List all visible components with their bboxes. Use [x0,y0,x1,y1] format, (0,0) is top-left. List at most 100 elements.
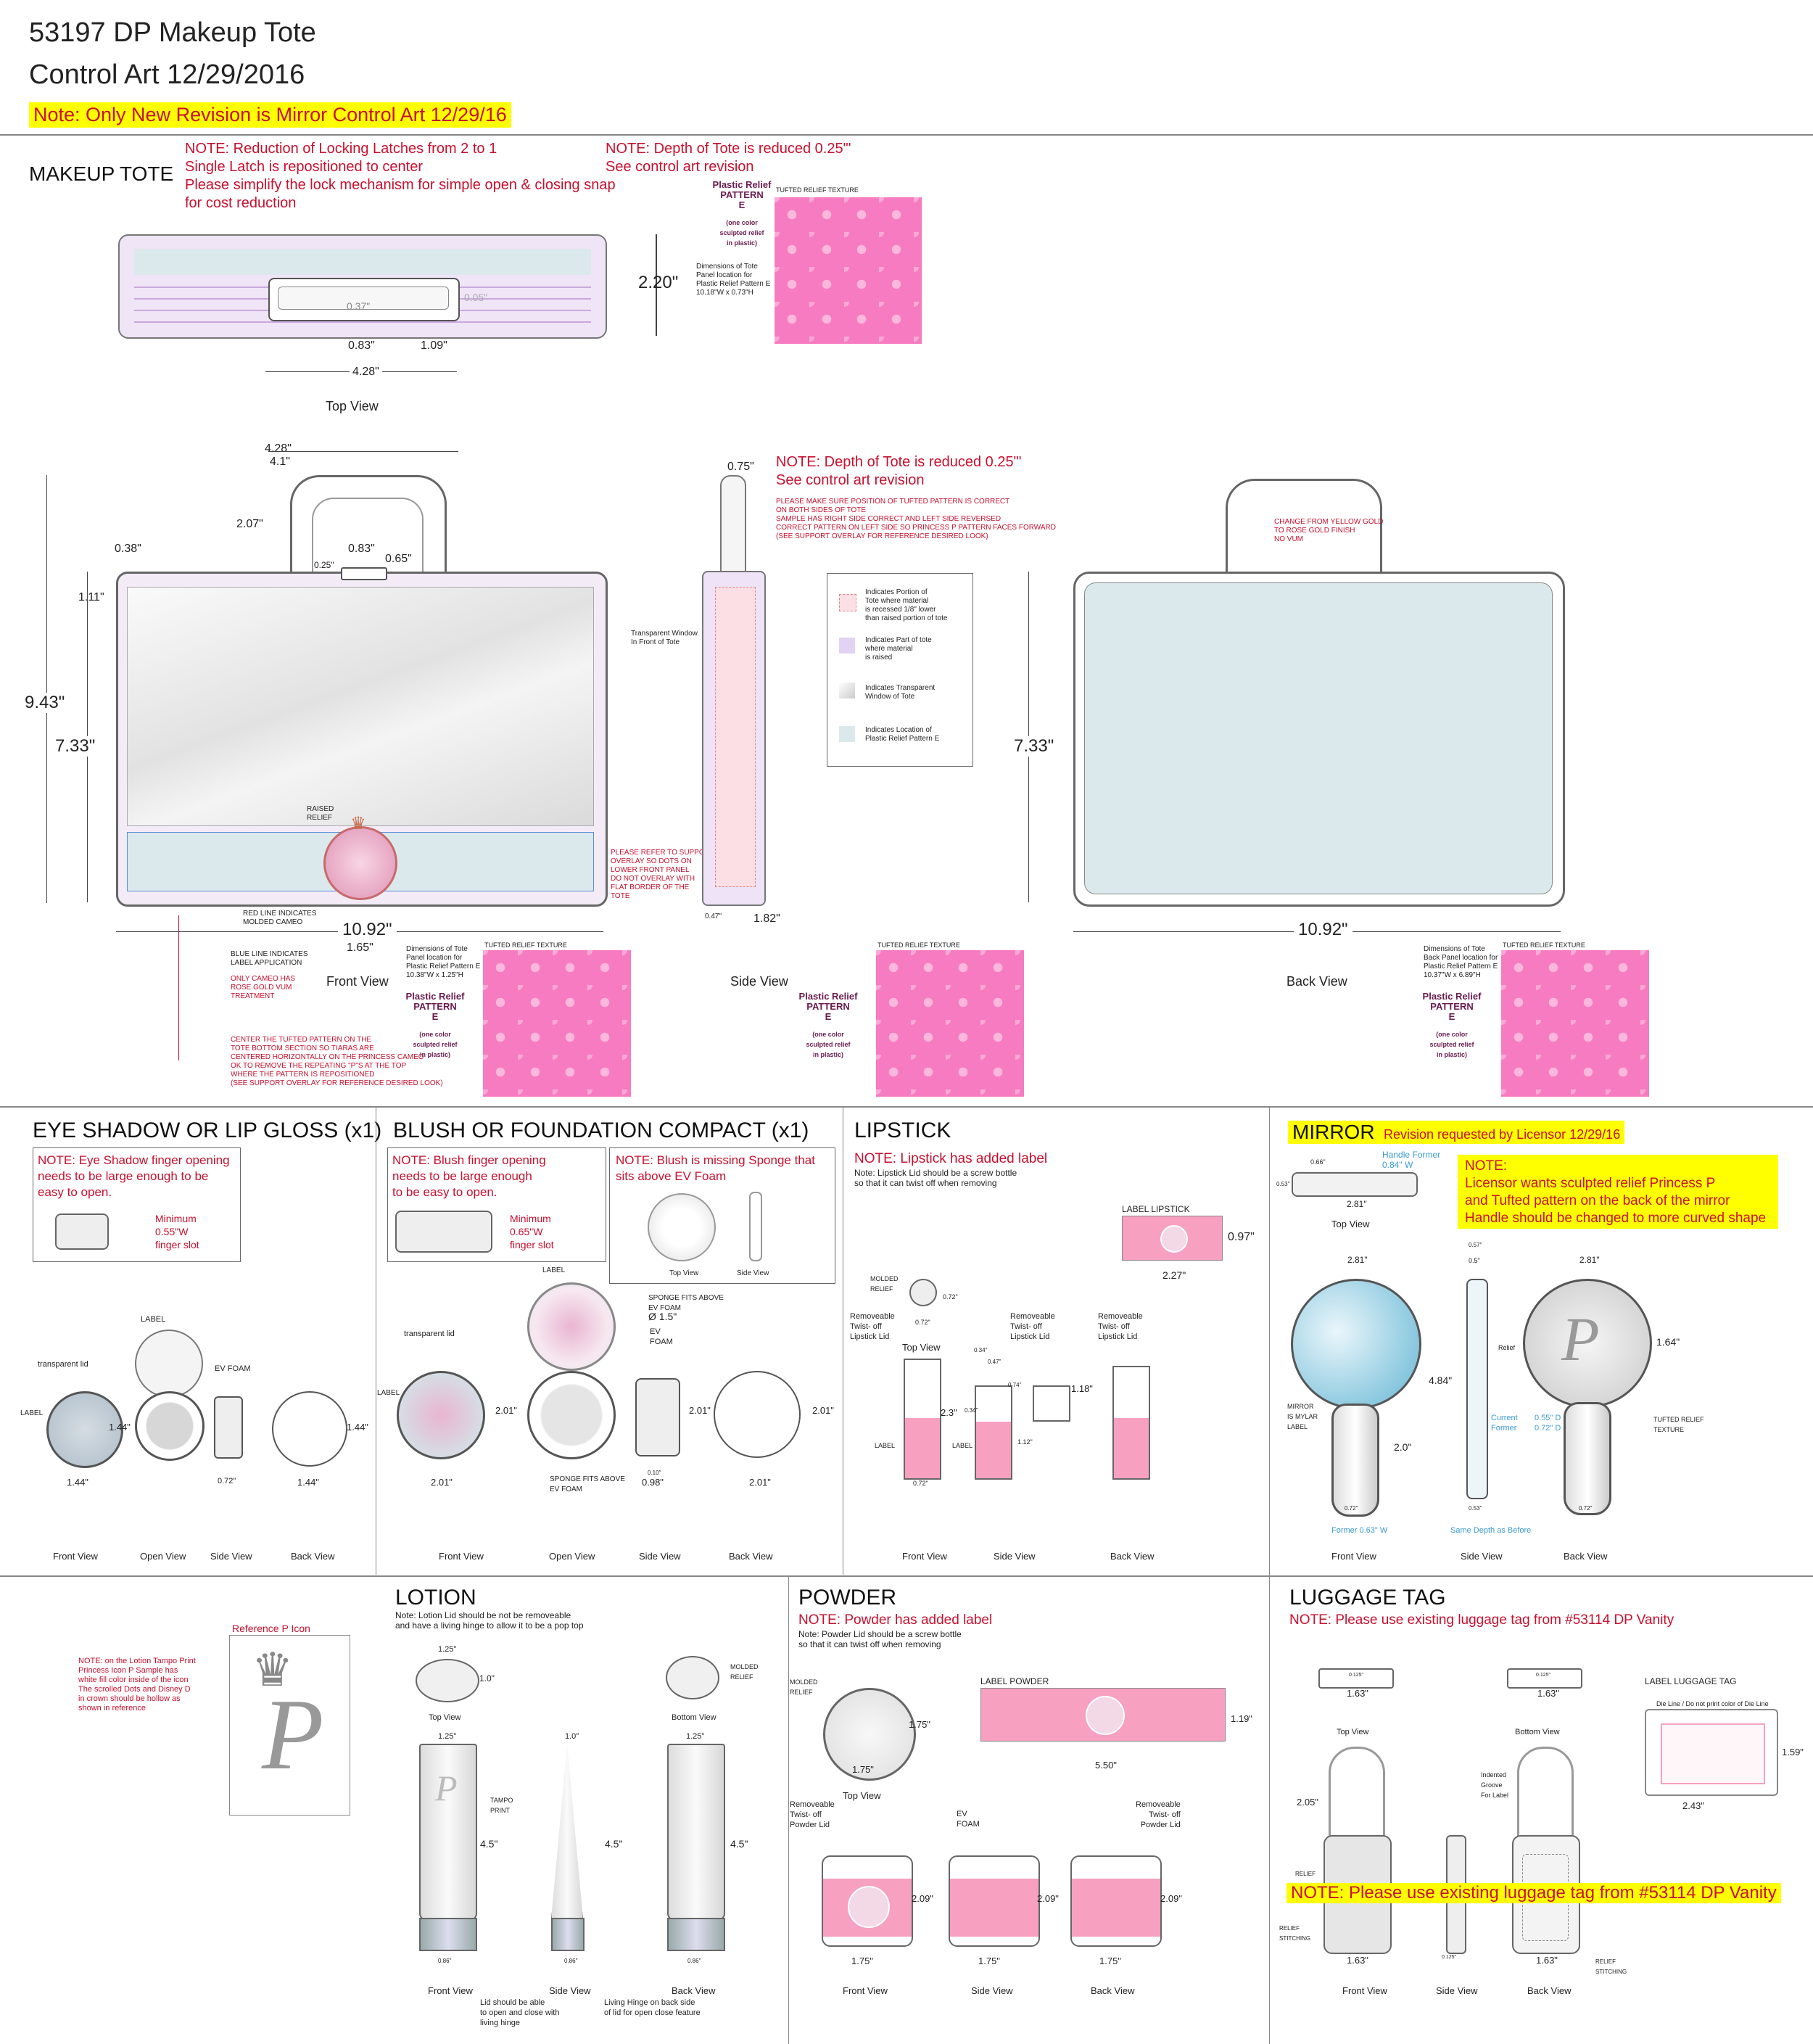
lotion-back-view: Back View [672,1985,716,1996]
mirror-title-highlight: MIRROR Revision requested by Licensor 12… [1288,1121,1625,1144]
mirror-back-view: Back View [1564,1551,1608,1562]
luggage-d-top-s: 0.125" [1349,1673,1364,1678]
mirror-side-view: Side View [1461,1551,1503,1562]
blush-label: LABEL [542,1266,566,1274]
powder-label-h: 1.19" [1231,1713,1252,1724]
blush-side [635,1378,680,1456]
lotion-d-top: 1.25" [438,1645,457,1654]
mirror-side [1466,1279,1488,1499]
blush-open-base [527,1371,616,1459]
powder-d-h2: 2.09" [1037,1893,1059,1904]
luggage-note: NOTE: Please use existing luggage tag fr… [1289,1612,1674,1628]
dim-total-height: 9.43" [25,693,65,713]
lotion-front: P [419,1744,477,1921]
luggage-top [1318,1668,1394,1689]
transparent-window [127,587,594,826]
lipstick-label-w: 2.27" [1162,1269,1186,1281]
powder-front-view: Front View [843,1985,888,1996]
luggage-front-strap [1329,1747,1385,1845]
lipstick-top-view: Top View [902,1342,941,1353]
powder-d-h1: 2.09" [912,1893,933,1904]
mirror-top [1292,1172,1418,1197]
lotion-d-cap3: 0.86" [687,1958,701,1964]
eyeshadow-title: EYE SHADOW OR LIP GLOSS (x1) [33,1118,382,1142]
dim-top-height: 2.20" [638,273,679,292]
es-open-view: Open View [140,1551,186,1562]
lipstick-d-top2: 0.72" [915,1319,930,1326]
dim-latch-width: 0.83" [348,543,375,555]
mirror-d-handle: 2.0" [1394,1441,1412,1453]
eyeshadow-open-base [135,1391,205,1461]
mirror-back: P [1523,1279,1652,1408]
tote-front-view-label: Front View [326,974,389,989]
powder-d-h3: 2.09" [1160,1893,1182,1904]
lipstick-front-view: Front View [902,1551,947,1562]
mirror-d-w2: 2.81" [1579,1255,1600,1265]
mirror-d-w1: 2.81" [1347,1255,1368,1265]
luggage-bottom-view: Bottom View [1515,1728,1560,1736]
luggage-d-bot-s: 0.125" [1536,1673,1551,1678]
blush-d3: 2.01" [689,1405,711,1416]
lipstick-d-top: 0.72" [943,1293,958,1301]
section-divider-2 [0,1575,1813,1577]
revision-highlight: Note: Only New Revision is Mirror Contro… [29,102,511,128]
tufted-pattern-swatch [775,197,922,344]
luggage-top-view: Top View [1337,1728,1369,1736]
powder-d-top-h: 1.75" [909,1719,930,1730]
lipstick-d-g: 0.34" [965,1407,978,1414]
lotion-side-view: Side View [549,1985,591,1996]
mirror-d-top: 2.81" [1347,1199,1367,1209]
crown-icon: ♛ [252,1644,294,1696]
luggage-d-f: 1.63" [1347,1955,1368,1966]
blush-open-lid [527,1282,616,1371]
dim-body-height: 7.33" [55,736,96,757]
blush-back [714,1371,801,1458]
latch-note: NOTE: Reduction of Locking Latches from … [185,141,616,211]
luggage-die: Die Line / Do not print color of Die Lin… [1656,1700,1769,1707]
lipstick-d-a: 0.34" [974,1347,988,1353]
lipstick-sub: Note: Lipstick Lid should be a screw bot… [854,1168,1017,1188]
crown-icon: ♛ [350,814,366,833]
es-evfoam: EV FOAM [215,1364,251,1373]
es-d2: 1.44" [67,1477,88,1488]
powder-d-top-w: 1.75" [852,1764,874,1775]
mirror-d-s1: 0.57" [1469,1242,1482,1248]
lipstick-d-e: 1.12" [1017,1438,1033,1446]
es-d4: 1.44" [297,1477,319,1488]
powder-title: POWDER [798,1586,896,1610]
luggage-d-s: 0.125" [1442,1955,1457,1960]
blush-back-view: Back View [729,1551,773,1562]
luggage-relief: RELIEF [1295,1871,1316,1877]
tote-latch[interactable] [341,567,387,580]
blush-front [397,1371,485,1459]
luggage-d-b: 1.63" [1536,1955,1558,1966]
luggage-front-view: Front View [1342,1985,1387,1996]
powder-label-w: 5.50" [1095,1760,1117,1771]
lipstick-d-h: 2.3" [941,1407,957,1418]
es-transparent: transparent lid [38,1360,88,1369]
princess-p-icon: P [1561,1304,1600,1374]
mirror-d-a: 0.66" [1310,1158,1326,1166]
lipstick-back-view: Back View [1110,1551,1155,1562]
